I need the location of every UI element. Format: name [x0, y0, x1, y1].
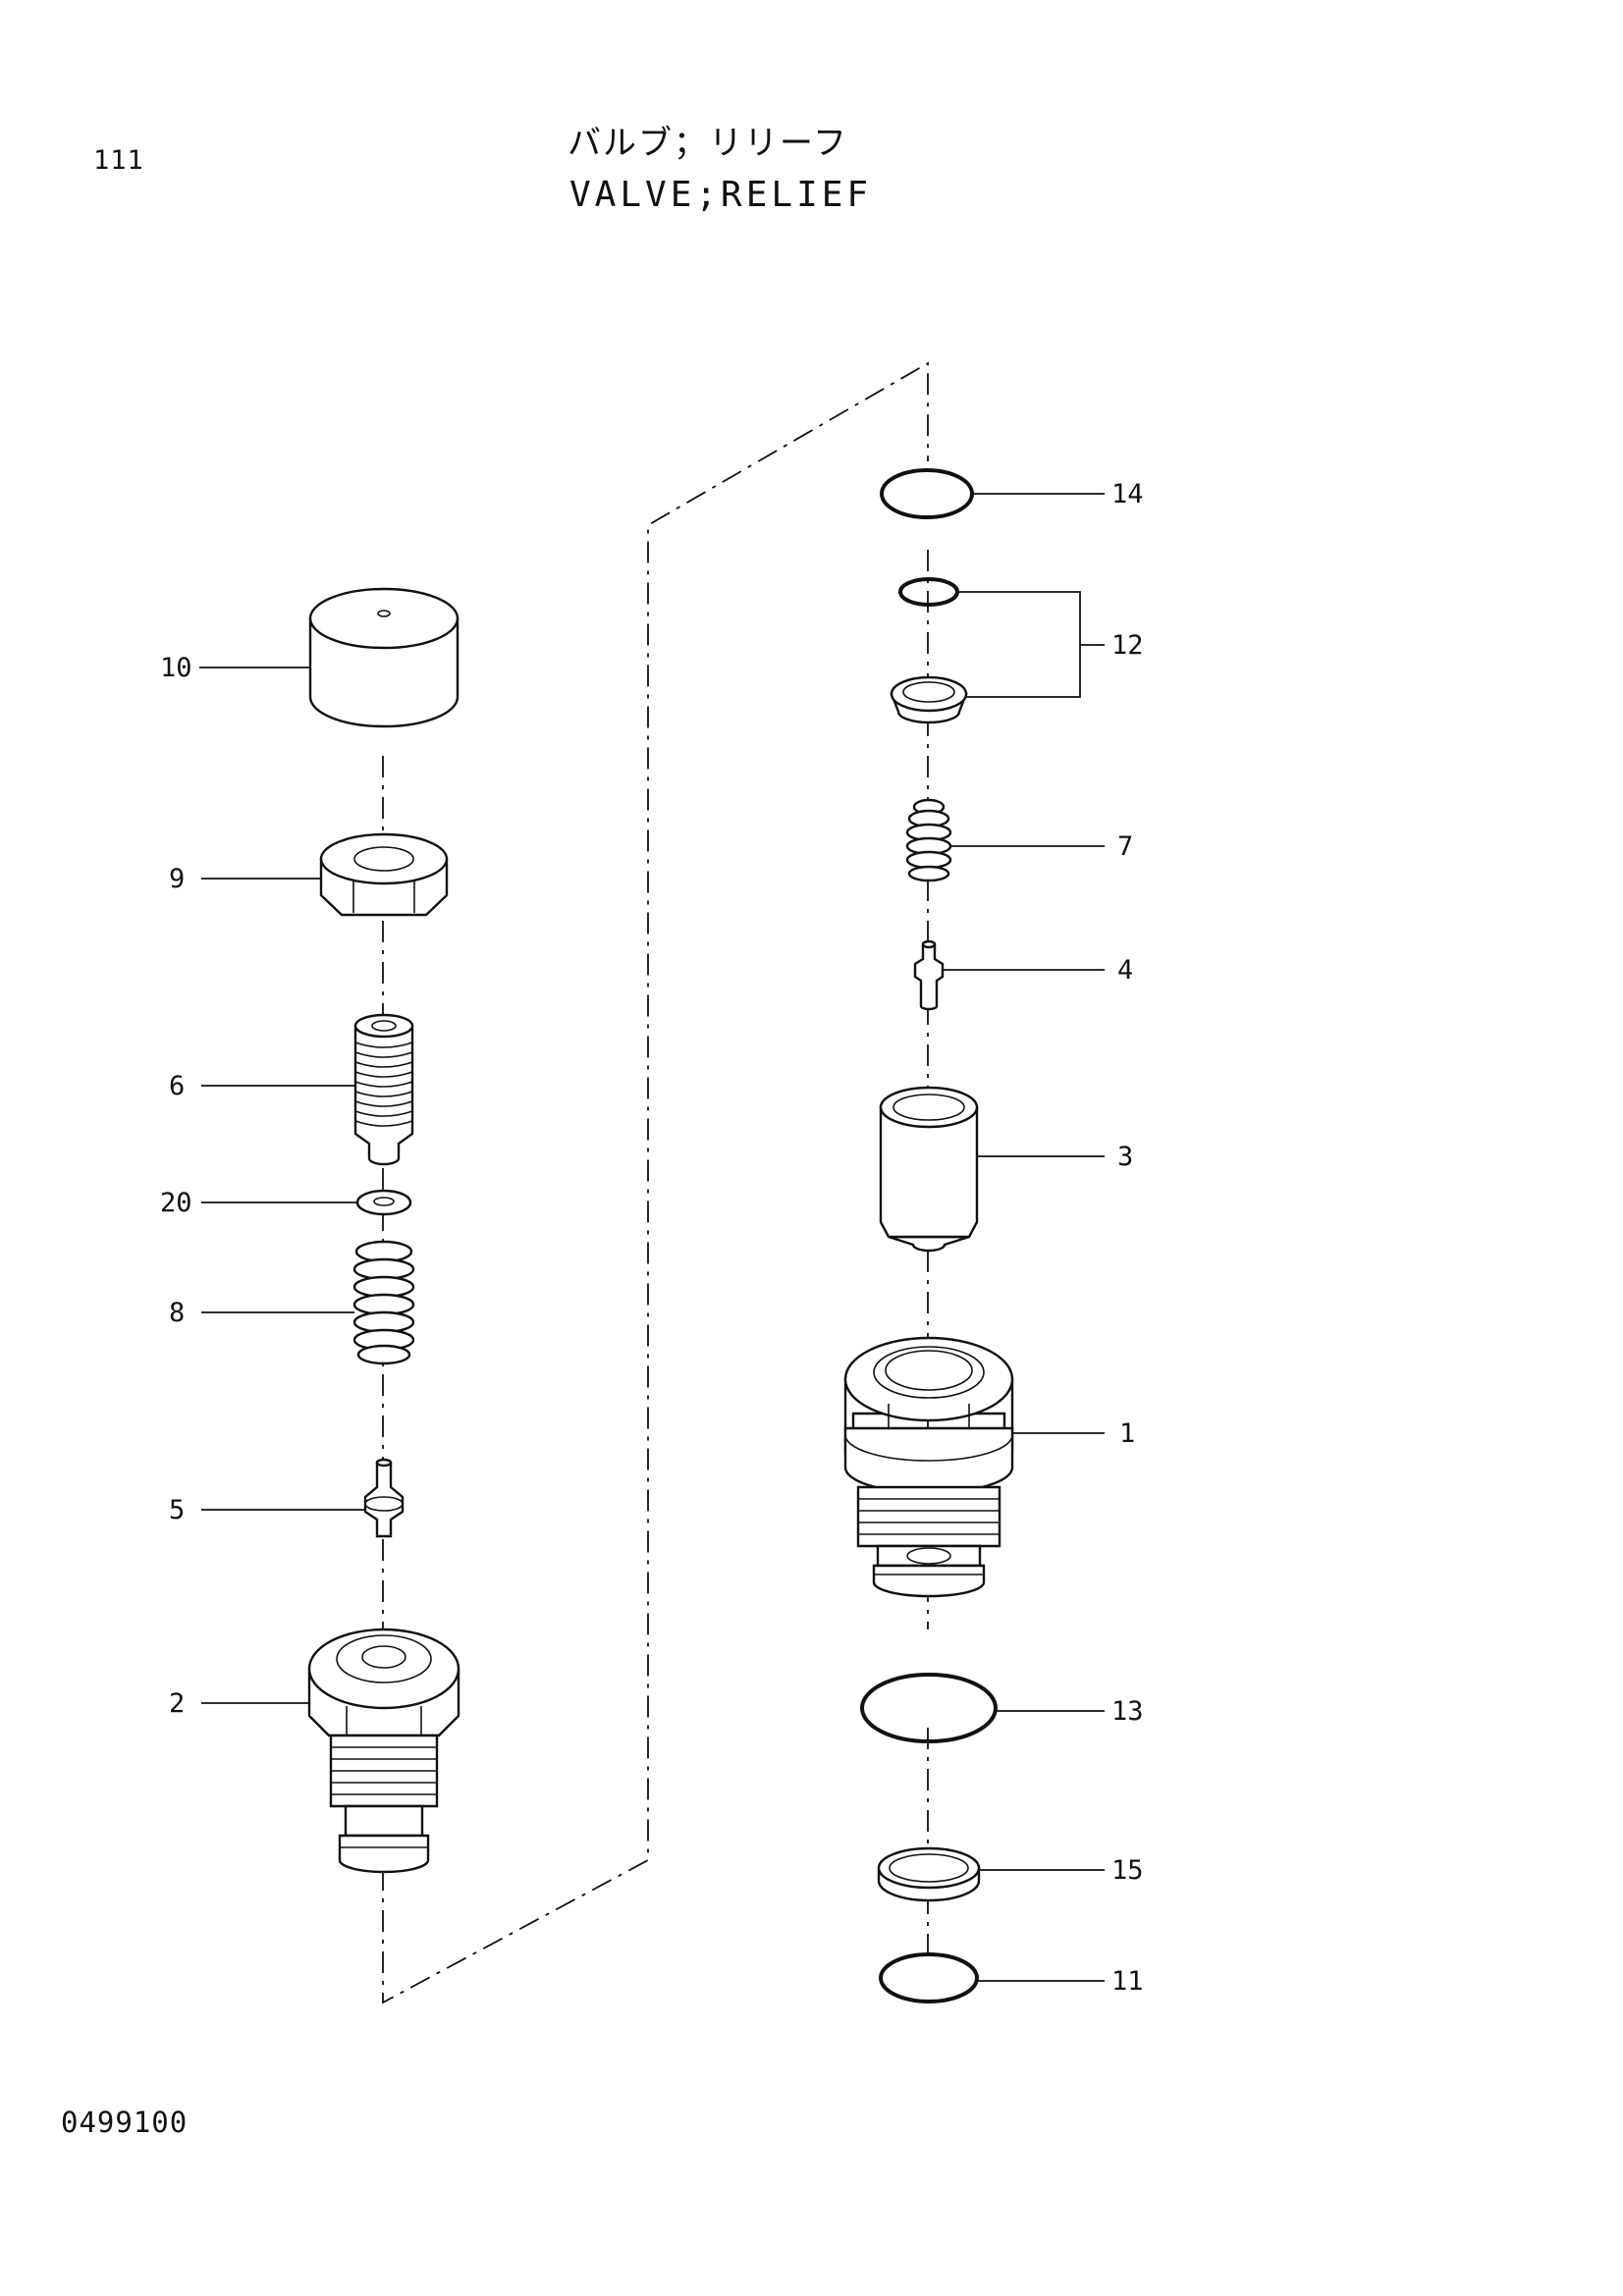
callout-13: 13 — [1111, 1696, 1144, 1727]
page-number: 111 — [93, 145, 144, 176]
title-english: VALVE;RELIEF — [569, 175, 873, 215]
callout-10: 10 — [160, 653, 192, 683]
part-7-spring — [905, 798, 952, 882]
callout-9: 9 — [169, 864, 185, 894]
title-japanese: バルブ；リリーフ — [568, 124, 848, 163]
part-5-poppet — [363, 1458, 405, 1538]
part-15-backup-ring — [877, 1846, 981, 1902]
callout-4: 4 — [1117, 955, 1133, 986]
callout-15: 15 — [1111, 1855, 1144, 1886]
callout-6: 6 — [169, 1071, 185, 1101]
callout-1: 1 — [1119, 1418, 1135, 1449]
callout-14: 14 — [1111, 479, 1144, 509]
callout-5: 5 — [169, 1495, 185, 1525]
callout-20: 20 — [160, 1188, 192, 1218]
callouts: 10 9 6 20 8 5 2 14 12 7 4 3 1 13 15 11 — [160, 479, 1144, 1997]
part-12-ring — [898, 577, 959, 607]
part-3-piston — [879, 1086, 979, 1253]
part-20-washer — [355, 1189, 412, 1216]
part-12-retainer — [890, 675, 968, 724]
callout-11: 11 — [1111, 1966, 1144, 1997]
part-6-adjusting-screw — [353, 1013, 414, 1166]
callout-7: 7 — [1117, 831, 1133, 862]
part-10-cap — [308, 587, 460, 728]
part-9-hex-nut — [319, 832, 449, 917]
callout-3: 3 — [1117, 1142, 1133, 1172]
part-14-o-ring — [880, 468, 974, 519]
assembly-axis — [382, 361, 929, 2004]
part-11-o-ring — [879, 1952, 979, 2003]
part-2-seat-housing — [307, 1628, 460, 1874]
part-13-o-ring — [860, 1673, 998, 1743]
part-4-pin — [913, 939, 945, 1011]
part-8-spring — [352, 1240, 415, 1365]
leader-lines — [199, 493, 1105, 1982]
callout-8: 8 — [169, 1298, 185, 1328]
callout-12: 12 — [1111, 630, 1144, 661]
callout-2: 2 — [169, 1688, 185, 1719]
drawing-code: 0499100 — [61, 2106, 189, 2139]
part-1-main-body — [843, 1336, 1014, 1598]
